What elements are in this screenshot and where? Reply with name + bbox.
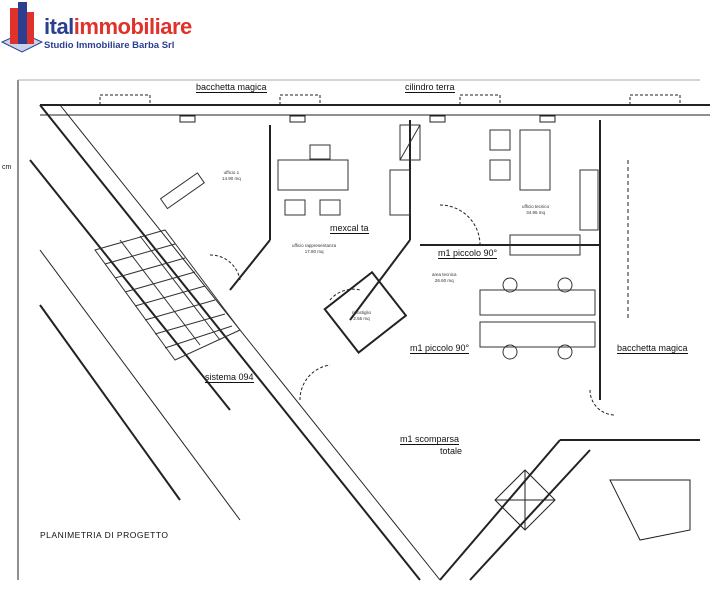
- label-m1-scomparsa: m1 scomparsa: [400, 434, 460, 445]
- label-bacchetta-magica-right: bacchetta magica: [617, 343, 688, 354]
- room-area: 26.60 mq: [434, 278, 454, 283]
- doors: [209, 204, 616, 416]
- room-name: ufficio 1: [223, 170, 240, 175]
- staircase: [94, 229, 241, 361]
- label-m1-piccolo-top: m1 piccolo 90°: [438, 248, 498, 259]
- label-m1-piccolo-mid: m1 piccolo 90°: [410, 343, 470, 354]
- brand-prefix: ital: [44, 14, 74, 39]
- elevator-shaft: [494, 469, 691, 541]
- room-area: 14.90 mq: [222, 176, 241, 181]
- room-name: ufficio tecnico: [522, 204, 550, 209]
- brand-subtitle: Studio Immobiliare Barba Srl: [44, 40, 175, 51]
- unit-mark: cm: [2, 164, 12, 171]
- label-sistema: sistema 094: [205, 372, 254, 383]
- top-wall: [40, 94, 710, 123]
- room-name: ripostiglio: [352, 310, 372, 315]
- label-bacchetta-magica-top: bacchetta magica: [196, 82, 267, 93]
- plan-title: PLANIMETRIA DI PROGETTO: [40, 530, 169, 540]
- room-area: 2.56 mq: [353, 316, 370, 321]
- room-area: 34.95 mq: [526, 210, 545, 215]
- room-area: 17.80 mq: [304, 249, 324, 254]
- building-logo-icon: [0, 2, 44, 53]
- label-cilindro-terra: cilindro terra: [405, 82, 455, 93]
- logo: italimmobiliare Studio Immobiliare Barba…: [0, 0, 220, 56]
- furniture: [159, 124, 599, 360]
- floor-plan: [17, 79, 710, 581]
- diagonal-walls: [29, 104, 441, 581]
- room-name: ufficio rappresentanza: [292, 243, 337, 248]
- label-totale: totale: [440, 446, 463, 456]
- brand-suffix: immobiliare: [73, 14, 192, 39]
- label-mexcal-ta: mexcal ta: [330, 223, 369, 234]
- brand-name: italimmobiliare: [44, 14, 192, 40]
- room-name: area tecnica: [432, 272, 457, 277]
